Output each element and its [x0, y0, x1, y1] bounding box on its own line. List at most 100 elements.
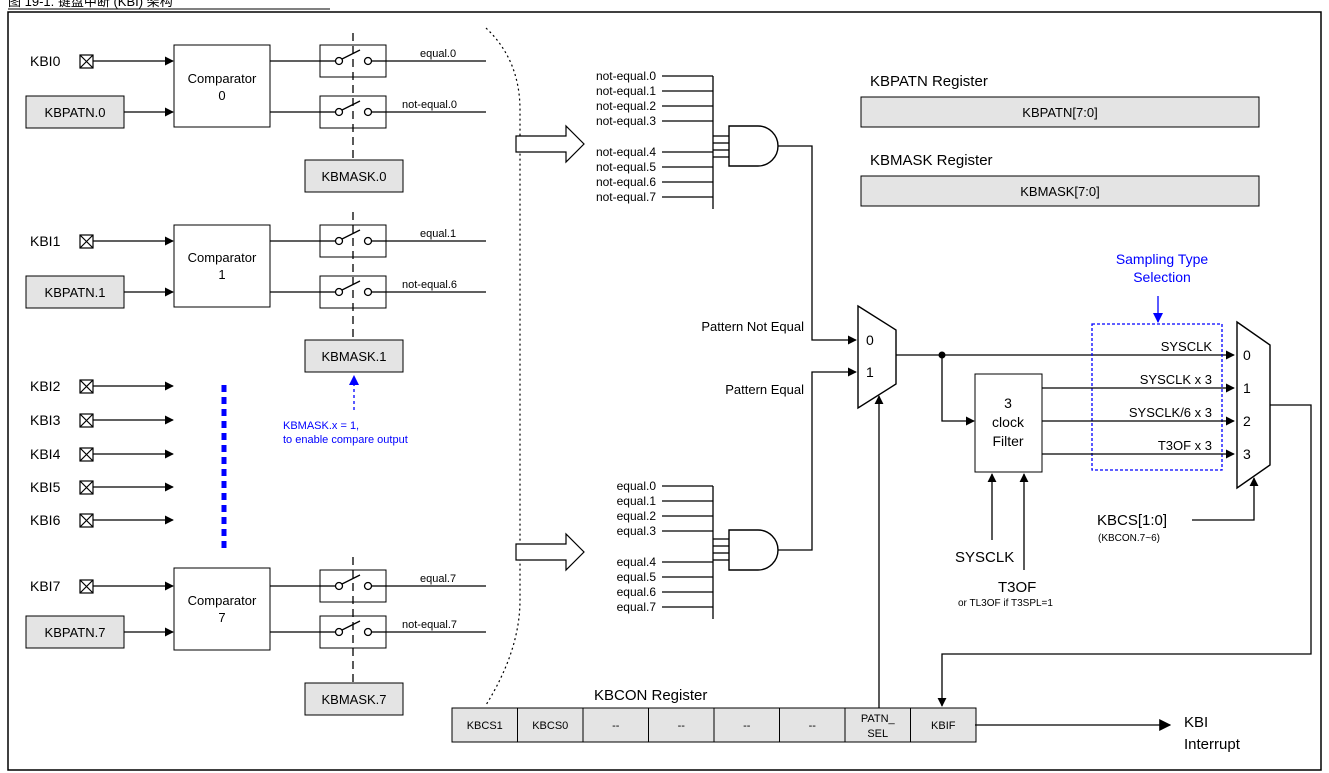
kbmask-register-box — [860, 175, 1260, 207]
sampling-selection-box — [1091, 323, 1223, 471]
kbcs-select-label: KBCS[1:0] — [1097, 512, 1167, 529]
kbcon-bit-cell — [517, 707, 584, 743]
filter-line1: 3 — [1004, 395, 1012, 411]
kbi1-label: KBI1 — [30, 233, 61, 249]
equal-signal-label: equal.2 — [617, 509, 657, 523]
kbmask-0-label: KBMASK.0 — [321, 169, 386, 184]
equal-signal-label: equal.6 — [617, 585, 657, 599]
kbmask-7-box — [304, 682, 404, 716]
kbpatn-1-label: KBPATN.1 — [45, 285, 106, 300]
sampling-type-line2: Selection — [1133, 269, 1191, 285]
mux2-num-3: 3 — [1243, 446, 1251, 462]
pin-icon — [79, 413, 94, 428]
and-gate-neq — [728, 125, 779, 167]
kbcon-bit-label: -- — [743, 720, 751, 732]
kbcs-select-note: (KBCON.7~6) — [1098, 533, 1160, 544]
mux1-in1: 1 — [866, 364, 874, 380]
kbpatn-0-label: KBPATN.0 — [45, 105, 106, 120]
kbi2-label: KBI2 — [30, 378, 61, 394]
not-equal-signal-label: not-equal.7 — [596, 190, 656, 204]
pattern-equal-label: Pattern Equal — [725, 382, 804, 397]
equal-signal-label: equal.5 — [617, 570, 657, 584]
not-equal-7-output: not-equal.7 — [402, 619, 457, 631]
not-equal-signal-label: not-equal.3 — [596, 114, 656, 128]
kbcon-register-title: KBCON Register — [594, 687, 707, 704]
kbcon-bit-cell — [779, 707, 846, 743]
pin-icon — [79, 447, 94, 462]
comparator-0-label: Comparator — [188, 71, 257, 86]
eq-and-group: equal.0equal.1equal.2equal.3equal.4equal… — [617, 367, 857, 619]
not-equal-signal-label: not-equal.1 — [596, 84, 656, 98]
filter-line2: clock — [992, 414, 1025, 430]
kbi5-label: KBI5 — [30, 479, 61, 495]
equal-signal-label: equal.3 — [617, 524, 657, 538]
filter-t3-note: or TL3OF if T3SPL=1 — [958, 598, 1053, 609]
filter-box — [974, 373, 1043, 473]
mask-note-line1: KBMASK.x = 1, — [283, 420, 359, 432]
kbcon-bit-cell — [451, 707, 518, 743]
kbpatn-0-box — [25, 95, 125, 129]
mux2-num-0: 0 — [1243, 347, 1251, 363]
comparator-0 — [173, 44, 271, 128]
figure-caption: 图 19-1. 键盘中断 (KBI) 架构 — [8, 0, 173, 9]
comparator-1-label: Comparator — [188, 250, 257, 265]
comparator-1 — [173, 224, 271, 308]
filter-sysclk: SYSCLK — [955, 549, 1014, 566]
equal-signal-label: equal.1 — [617, 494, 657, 508]
equal-signal-label: equal.4 — [617, 555, 657, 569]
equal-7-output: equal.7 — [420, 573, 456, 585]
kbi4-label: KBI4 — [30, 446, 61, 462]
comparator-7-index: 7 — [218, 610, 225, 625]
comparator-7-label: Comparator — [188, 593, 257, 608]
kbpatn-register-box — [860, 96, 1260, 128]
kbi6-label: KBI6 — [30, 512, 61, 528]
eq-bus-arrow — [515, 532, 585, 572]
not-equal-signal-label: not-equal.0 — [596, 69, 656, 83]
not-equal-signal-label: not-equal.6 — [596, 175, 656, 189]
sampling-mux: SYSCLK SYSCLK x 3 SYSCLK/6 x 3 T3OF x 3 … — [937, 320, 1312, 707]
not-equal-signal-label: not-equal.4 — [596, 145, 656, 159]
not-equal-0-output: not-equal.0 — [402, 99, 457, 111]
sampling-type-line1: Sampling Type — [1116, 251, 1209, 267]
equal-0-output: equal.0 — [420, 48, 456, 60]
mux2-input-3: T3OF x 3 — [1158, 438, 1212, 453]
kbcon-bit-label: KBCS1 — [467, 720, 503, 732]
mux2-input-2: SYSCLK/6 x 3 — [1129, 405, 1212, 420]
kbi-interrupt-line2: Interrupt — [1184, 736, 1241, 753]
comparator-1-index: 1 — [218, 267, 225, 282]
neq-bus-arrow — [515, 124, 585, 164]
kbpatn-7-label: KBPATN.7 — [45, 625, 106, 640]
kbcon-bit-label: PATN_ — [861, 713, 896, 725]
pin-icon — [79, 480, 94, 495]
equal-1-output: equal.1 — [420, 228, 456, 240]
kbcon-bit-label: KBCS0 — [532, 720, 568, 732]
not-equal-signal-label: not-equal.5 — [596, 160, 656, 174]
pin-icon — [79, 379, 94, 394]
comparator-7 — [173, 567, 271, 651]
kbmask-register-title: KBMASK Register — [870, 152, 993, 169]
filter-t3of: T3OF — [998, 579, 1036, 596]
pin-icon — [79, 513, 94, 528]
not-equal-6-output: not-equal.6 — [402, 279, 457, 291]
kbpatn-1-box — [25, 275, 125, 309]
diagram-frame — [7, 11, 1322, 771]
kbcon-bit-label: -- — [612, 720, 620, 732]
pin-icon — [79, 579, 94, 594]
pattern-not-equal-label: Pattern Not Equal — [701, 319, 804, 334]
neq-and-group: not-equal.0not-equal.1not-equal.2not-equ… — [596, 69, 857, 345]
kbcon-bit-label: -- — [809, 720, 817, 732]
clock-filter: 3 clock Filter SYSCLK T3OF or TL3OF if T… — [955, 373, 1235, 609]
kbpatn-register-field: KBPATN[7:0] — [1022, 105, 1097, 120]
kbcon-bit-label: -- — [678, 720, 686, 732]
pin-icon — [79, 54, 94, 69]
mux2-num-1: 1 — [1243, 380, 1251, 396]
comparator-block-7: KBI7 KBPATN.7 Comparator 7 equal.7 not-e… — [25, 557, 486, 716]
comparator-block-1: KBI1 KBPATN.1 Comparator 1 equal.1 not-e… — [25, 212, 486, 373]
mask-note-line2: to enable compare output — [283, 434, 408, 446]
comparator-0-index: 0 — [218, 88, 225, 103]
kbmask-7-label: KBMASK.7 — [321, 692, 386, 707]
kbi3-label: KBI3 — [30, 412, 61, 428]
kbcon-bit-cell — [844, 707, 911, 743]
